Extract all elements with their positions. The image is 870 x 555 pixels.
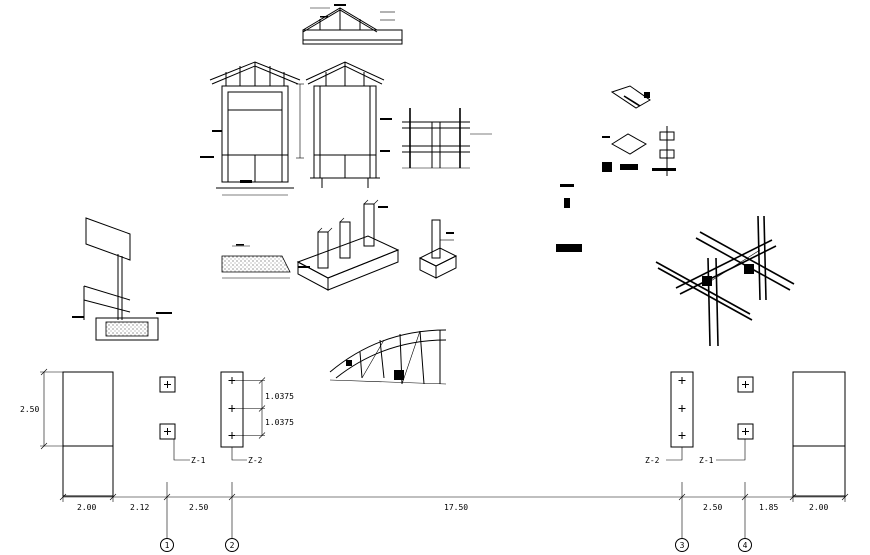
- footing-z1-right: [716, 376, 754, 461]
- concrete-section-detail: [221, 244, 310, 279]
- footing-z2-right: [666, 371, 694, 461]
- label-z2-right: Z-2: [645, 456, 660, 465]
- kiosk-elevation-side: [305, 61, 392, 188]
- footing-z1-left: [159, 376, 190, 461]
- footing-isometric-small: [418, 219, 458, 279]
- dim-bottom-5: 2.50: [703, 503, 722, 512]
- label-z2-left: Z-2: [248, 456, 263, 465]
- grid-lines: [160, 482, 752, 552]
- roof-section-detail: [302, 4, 403, 45]
- sign-post-detail: [72, 217, 172, 341]
- grid-bubble-3: 3: [680, 541, 685, 550]
- dim-bottom-4: 17.50: [444, 503, 468, 512]
- grid-bubble-2: 2: [230, 541, 235, 550]
- grid-bubble-4: 4: [743, 541, 748, 550]
- kiosk-elevation-front: [200, 61, 304, 196]
- footing-isometric-large: [296, 199, 400, 291]
- frame-section-detail: [402, 108, 492, 169]
- label-z1-left: Z-1: [191, 456, 206, 465]
- right-end-structure: [792, 371, 846, 497]
- footing-z2-left: [220, 371, 247, 461]
- dim-bottom-6: 1.85: [759, 503, 778, 512]
- grid-bubble-1: 1: [165, 541, 170, 550]
- connection-details: [556, 85, 676, 252]
- left-end-structure: [62, 371, 114, 497]
- dim-bottom-3: 2.50: [189, 503, 208, 512]
- dim-left-height: 2.50: [20, 405, 39, 414]
- dim-bottom-7: 2.00: [809, 503, 828, 512]
- left-height-dimension: [40, 368, 63, 450]
- spacing-dimension: [236, 377, 266, 439]
- dim-bottom-1: 2.00: [77, 503, 96, 512]
- bottom-dimension-chain: [59, 490, 849, 502]
- dim-spacing-bottom: 1.0375: [265, 418, 294, 427]
- label-z1-right: Z-1: [699, 456, 714, 465]
- isometric-frame-detail: [655, 215, 795, 347]
- truss-detail: [329, 329, 447, 385]
- dim-bottom-2: 2.12: [130, 503, 149, 512]
- dim-spacing-top: 1.0375: [265, 392, 294, 401]
